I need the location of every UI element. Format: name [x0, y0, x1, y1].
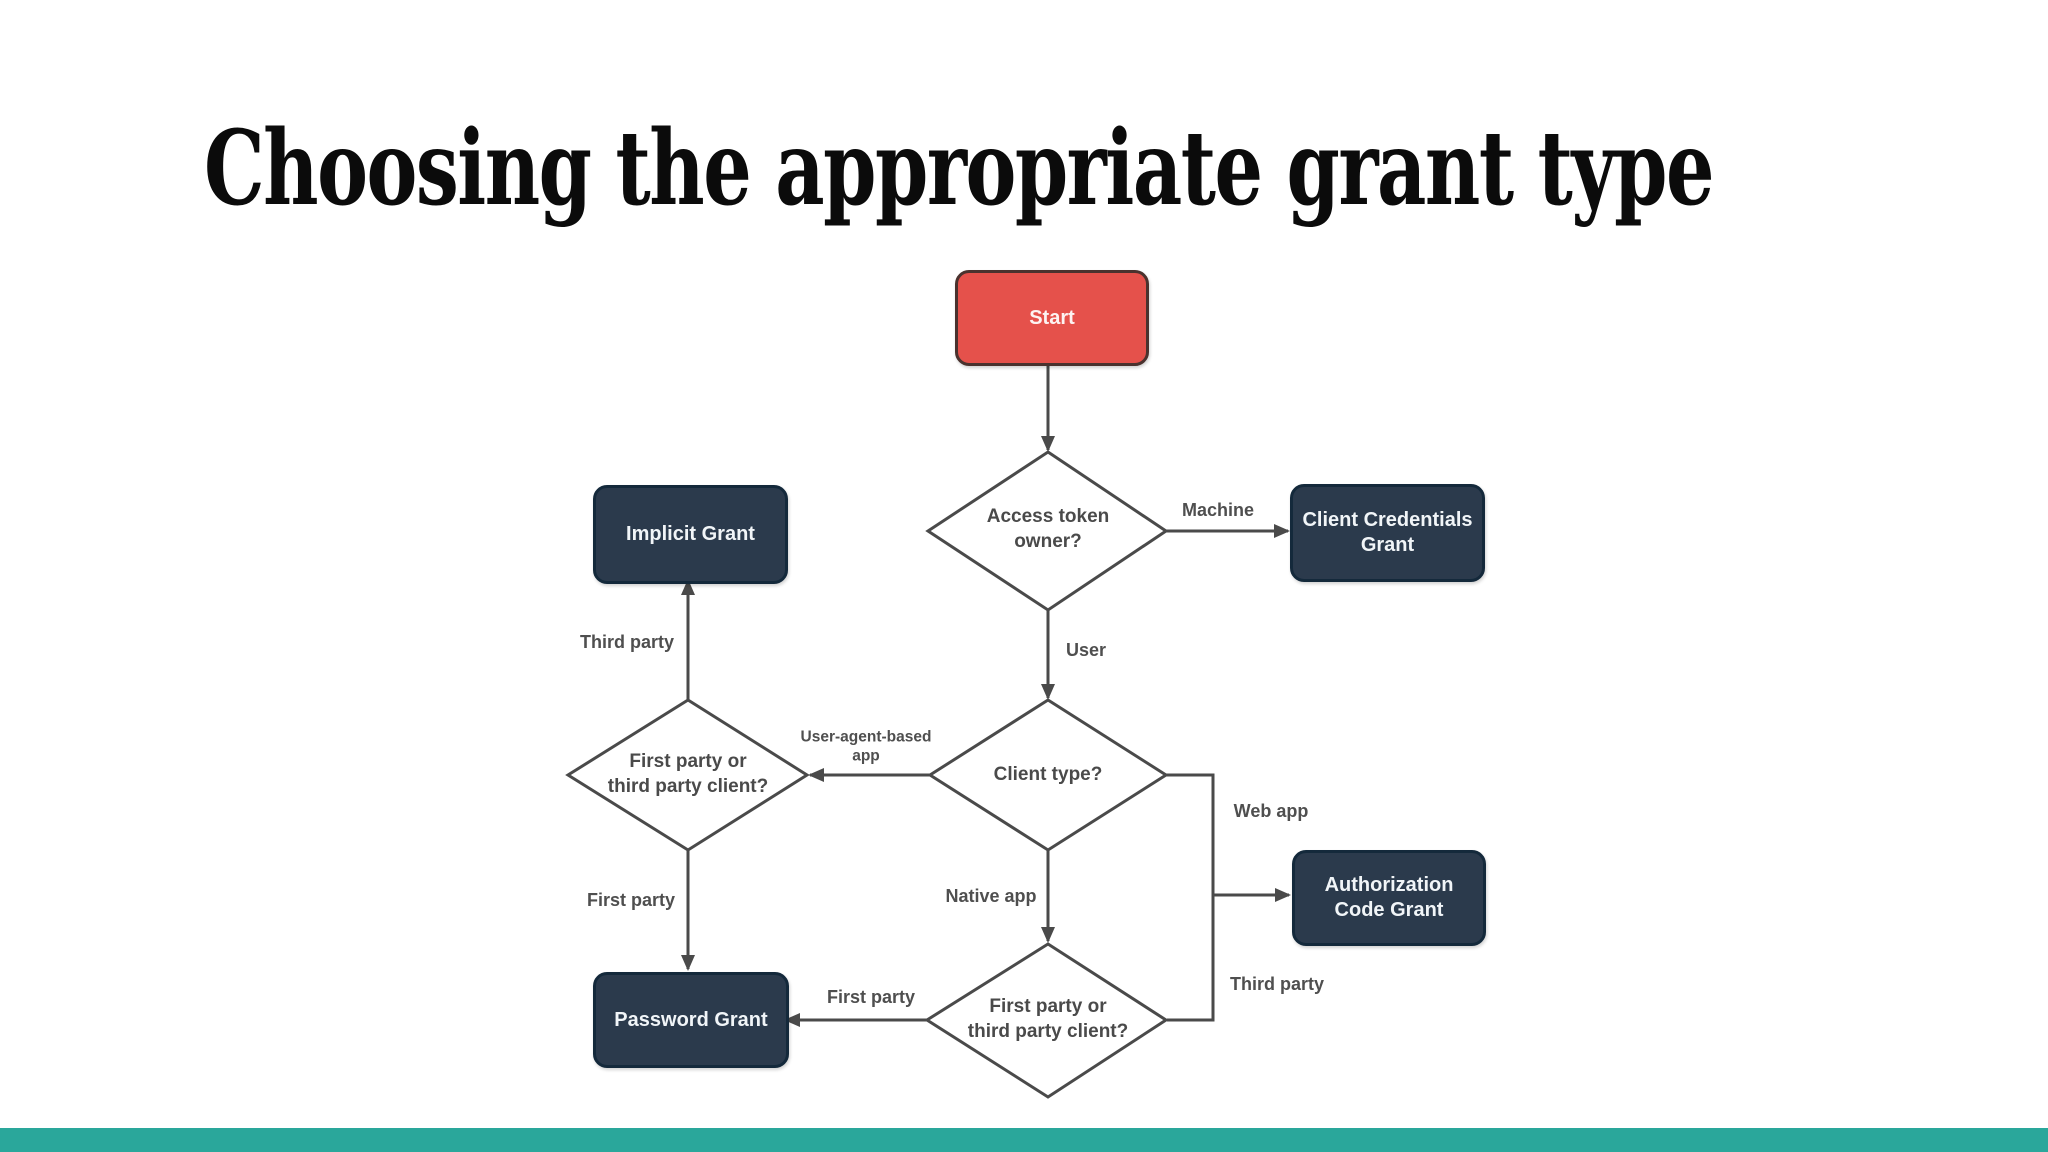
slide-title: Choosing the appropriate grant type: [204, 108, 1714, 229]
node-client-credentials-grant: Client Credentials Grant: [1290, 484, 1485, 582]
decision-diamond-access-token-owner: [925, 450, 1169, 612]
edge-label-first-party-bottom: First party: [826, 986, 916, 1007]
edge-label-user-agent-based-app: User-agent-based app: [800, 728, 932, 765]
edge-webapp-thirdparty-connector: [1166, 773, 1215, 1022]
edge-label-third-party-right: Third party: [1229, 973, 1325, 994]
edge-label-first-party-left: First party: [586, 889, 676, 910]
edge-label-third-party-left: Third party: [579, 631, 675, 652]
node-password-grant: Password Grant: [593, 972, 789, 1068]
footer-accent-bar: [0, 1128, 2048, 1152]
node-start: Start: [955, 270, 1149, 366]
edge-label-native-app: Native app: [945, 885, 1037, 906]
edge-label-web-app: Web app: [1233, 800, 1309, 821]
decision-diamond-first-or-third-party-mid: [565, 698, 810, 852]
edge-label-user: User: [1065, 639, 1107, 660]
node-authorization-code-grant: Authorization Code Grant: [1292, 850, 1486, 946]
node-implicit-grant: Implicit Grant: [593, 485, 788, 584]
edge-label-machine: Machine: [1181, 499, 1255, 520]
decision-diamond-first-or-third-party-bottom: [924, 942, 1169, 1099]
decision-diamond-client-type: [927, 698, 1169, 852]
